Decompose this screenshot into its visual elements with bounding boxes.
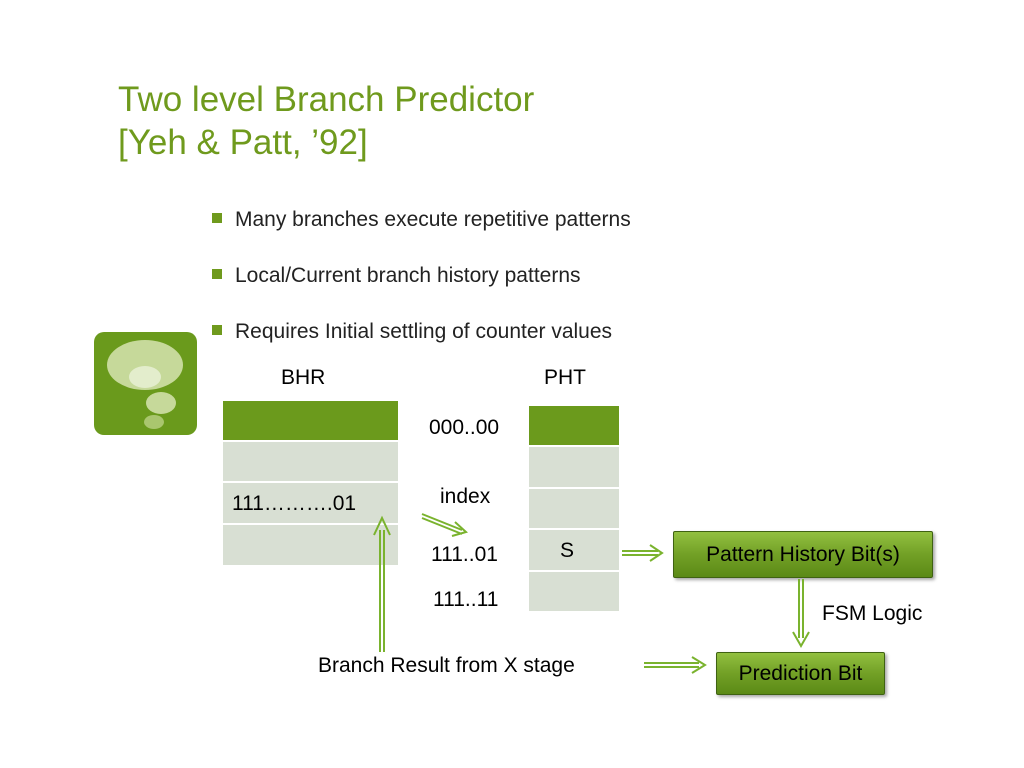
slide-title-line2: [Yeh & Patt, ’92] bbox=[118, 123, 368, 162]
fsm-logic-label: FSM Logic bbox=[822, 602, 923, 625]
pht-row bbox=[528, 405, 620, 446]
bullet-text: Many branches execute repetitive pattern… bbox=[235, 208, 631, 231]
pht-index-label: 111..01 bbox=[431, 543, 498, 566]
pht-label: PHT bbox=[544, 366, 586, 389]
bhr-row: 111……….01 bbox=[222, 482, 399, 524]
bullet-list: Many branches execute repetitive pattern… bbox=[211, 205, 631, 373]
bullet-marker-icon bbox=[212, 213, 222, 223]
bullet-marker-icon bbox=[212, 325, 222, 335]
bullet-item: Requires Initial settling of counter val… bbox=[211, 317, 631, 347]
pht-index-label: 111..11 bbox=[433, 588, 499, 611]
bhr-update-arrow bbox=[373, 515, 391, 652]
prediction-bit-box: Prediction Bit bbox=[716, 652, 885, 695]
bhr-row bbox=[222, 441, 399, 482]
branch-result-label: Branch Result from X stage bbox=[318, 654, 575, 677]
bhr-row bbox=[222, 400, 399, 441]
pht-row-value: S bbox=[560, 539, 575, 562]
index-arrow bbox=[421, 513, 469, 537]
bullet-text: Local/Current branch history patterns bbox=[235, 264, 581, 287]
bullet-item: Local/Current branch history patterns bbox=[211, 261, 631, 291]
bullet-text: Requires Initial settling of counter val… bbox=[235, 320, 613, 343]
bhr-label: BHR bbox=[281, 366, 326, 389]
bhr-row-value: 111……….01 bbox=[232, 492, 357, 515]
bhr-row bbox=[222, 524, 399, 566]
pht-row bbox=[528, 571, 620, 612]
bullet-marker-icon bbox=[212, 269, 222, 279]
pht-row: S bbox=[528, 529, 620, 571]
branch-result-arrow bbox=[644, 656, 707, 674]
pattern-arrow bbox=[622, 544, 664, 562]
pht-row bbox=[528, 488, 620, 529]
thought-bubble-icon bbox=[94, 332, 197, 435]
fsm-arrow bbox=[792, 579, 810, 649]
slide-title-line1: Two level Branch Predictor bbox=[118, 80, 535, 119]
index-label: index bbox=[440, 485, 491, 508]
bullet-item: Many branches execute repetitive pattern… bbox=[211, 205, 631, 235]
slide-title: Two level Branch Predictor [Yeh & Patt, … bbox=[118, 78, 534, 164]
pht-row bbox=[528, 446, 620, 488]
pht-index-label: 000..00 bbox=[429, 416, 500, 439]
pattern-history-box: Pattern History Bit(s) bbox=[673, 531, 933, 578]
